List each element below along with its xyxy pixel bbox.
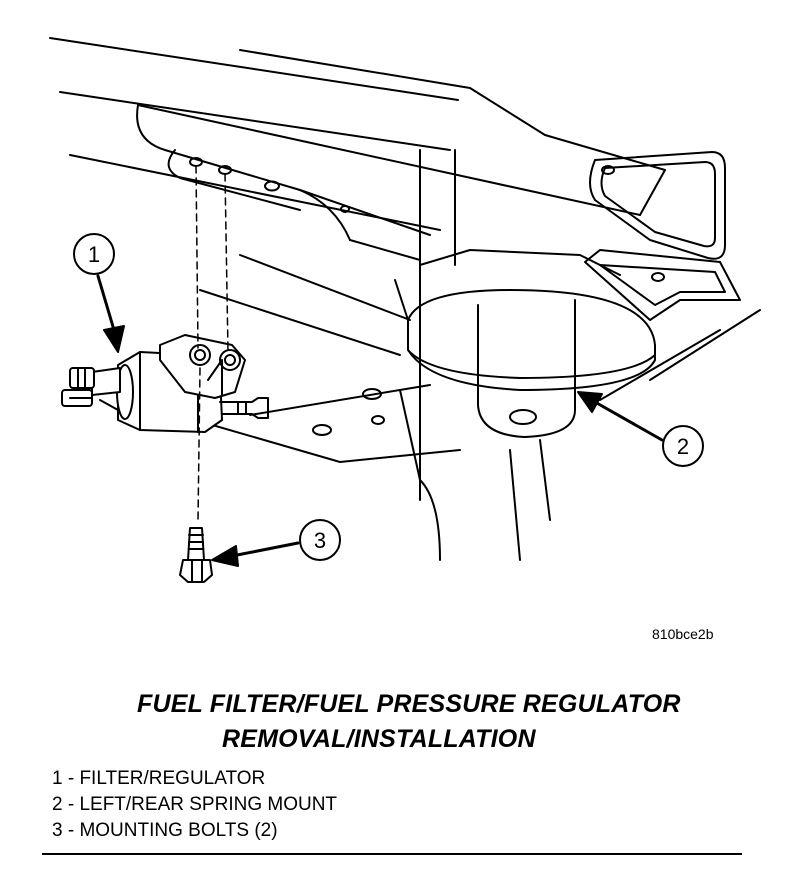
spring-mount xyxy=(394,249,656,438)
filter-regulator xyxy=(61,334,269,433)
callout-3: 3 xyxy=(211,519,341,567)
bottom-rule xyxy=(42,853,742,855)
caption-title-line-1: FUEL FILTER/FUEL PRESSURE REGULATOR xyxy=(137,690,681,718)
svg-text:1: 1 xyxy=(88,242,100,267)
legend-item-3: 3 - MOUNTING BOLTS (2) xyxy=(52,820,278,841)
callout-1: 1 xyxy=(73,233,125,353)
mounting-bolt xyxy=(179,527,213,583)
svg-text:2: 2 xyxy=(677,434,689,459)
legend-item-1: 1 - FILTER/REGULATOR xyxy=(52,768,266,789)
caption-title-line-2: REMOVAL/INSTALLATION xyxy=(222,725,536,753)
frame-rail xyxy=(49,37,666,501)
legend: 1 - FILTER/REGULATOR 2 - LEFT/REAR SPRIN… xyxy=(52,766,337,844)
mount-bracket xyxy=(584,151,741,321)
callout-2: 2 xyxy=(577,391,704,467)
cross-member xyxy=(194,254,761,561)
figure-reference-code: 810bce2b xyxy=(652,626,714,642)
exploded-view-illustration: 1 2 3 xyxy=(49,37,761,583)
alignment-lines xyxy=(195,165,229,521)
legend-item-2: 2 - LEFT/REAR SPRING MOUNT xyxy=(52,794,338,815)
svg-text:3: 3 xyxy=(314,528,326,553)
